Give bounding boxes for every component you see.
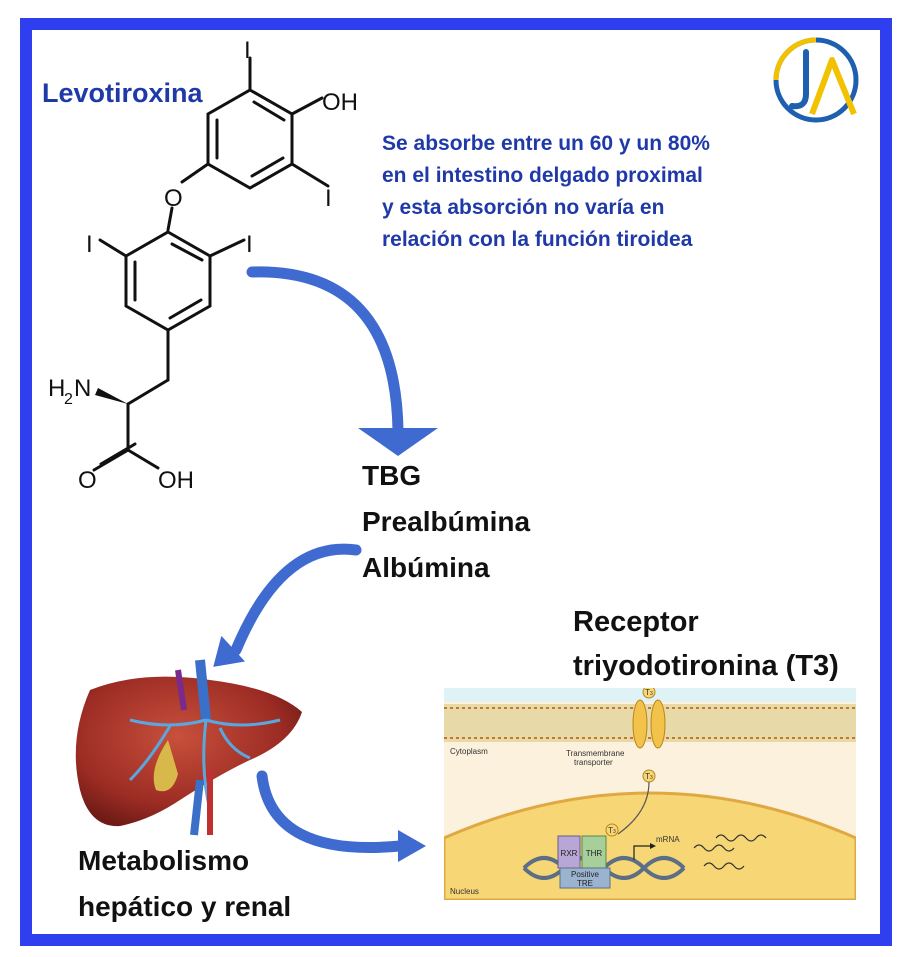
ether-oxygen-label: O bbox=[164, 185, 183, 212]
tre-label: TRE bbox=[577, 879, 593, 888]
thr-label: THR bbox=[586, 849, 603, 858]
carbonyl-oxygen-label: O bbox=[78, 467, 97, 494]
metabolism-line: hepático y renal bbox=[78, 891, 292, 922]
arrow-to-liver bbox=[230, 543, 362, 656]
logo-icon bbox=[773, 37, 859, 123]
description-line: Se absorbe entre un 60 y un 80% bbox=[382, 132, 710, 155]
mrna-label: mRNA bbox=[656, 835, 680, 844]
t3-label-nucleus: T3 bbox=[608, 826, 616, 835]
protein-albumin: Albúmina bbox=[362, 552, 490, 583]
iodine-label: I bbox=[246, 231, 253, 258]
iodine-label: I bbox=[244, 40, 251, 64]
amine-n-label: N bbox=[74, 375, 91, 402]
binding-proteins: TBG Prealbúmina Albúmina bbox=[362, 453, 530, 591]
protein-prealbumin: Prealbúmina bbox=[362, 506, 531, 537]
molecule-title: Levotiroxina bbox=[42, 78, 203, 108]
absorption-description: Se absorbe entre un 60 y un 80% en el in… bbox=[382, 128, 842, 256]
transporter-label: transporter bbox=[574, 758, 613, 767]
t3-label-top: T3 bbox=[645, 688, 653, 697]
arrow-to-proteins bbox=[246, 266, 404, 436]
iodine-label: I bbox=[86, 231, 93, 258]
tre-label: Positive bbox=[571, 870, 600, 879]
rxr-label: RXR bbox=[561, 849, 578, 858]
receptor-line: Receptor bbox=[573, 606, 699, 638]
amine-subscript: 2 bbox=[64, 391, 73, 408]
acid-hydroxyl-label: OH bbox=[158, 467, 194, 494]
nucleus-label: Nucleus bbox=[450, 887, 479, 896]
metabolism-label: Metabolismo hepático y renal bbox=[78, 838, 291, 930]
receptor-line: triyodotironina (T3) bbox=[573, 650, 839, 682]
liver-illustration bbox=[75, 659, 302, 836]
metabolism-line: Metabolismo bbox=[78, 845, 250, 876]
receptor-title: Receptor triyodotironina (T3) bbox=[573, 600, 839, 688]
t3-label-cytoplasm: T3 bbox=[645, 772, 653, 781]
description-line: y esta absorción no varía en bbox=[382, 196, 665, 219]
description-line: relación con la función tiroidea bbox=[382, 228, 693, 251]
hydroxyl-label: OH bbox=[322, 89, 358, 116]
iodine-label: I bbox=[325, 185, 332, 212]
cytoplasm-label: Cytoplasm bbox=[450, 747, 488, 756]
arrow-to-receptor bbox=[256, 770, 406, 854]
protein-tbg: TBG bbox=[362, 460, 422, 491]
arrow-head-down-icon bbox=[358, 428, 438, 456]
arrow-head-liver-icon bbox=[213, 635, 246, 667]
amine-h-label: H bbox=[48, 375, 65, 402]
t3-receptor-cell-diagram: T3 T3 T3 Cytoplasm Transmembrane transpo… bbox=[444, 688, 856, 900]
arrow-head-right-icon bbox=[398, 830, 426, 862]
description-line: en el intestino delgado proximal bbox=[382, 164, 703, 187]
transporter-label: Transmembrane bbox=[566, 749, 625, 758]
levothyroxine-structure: I OH I O I I H 2 N O OH bbox=[48, 40, 358, 494]
